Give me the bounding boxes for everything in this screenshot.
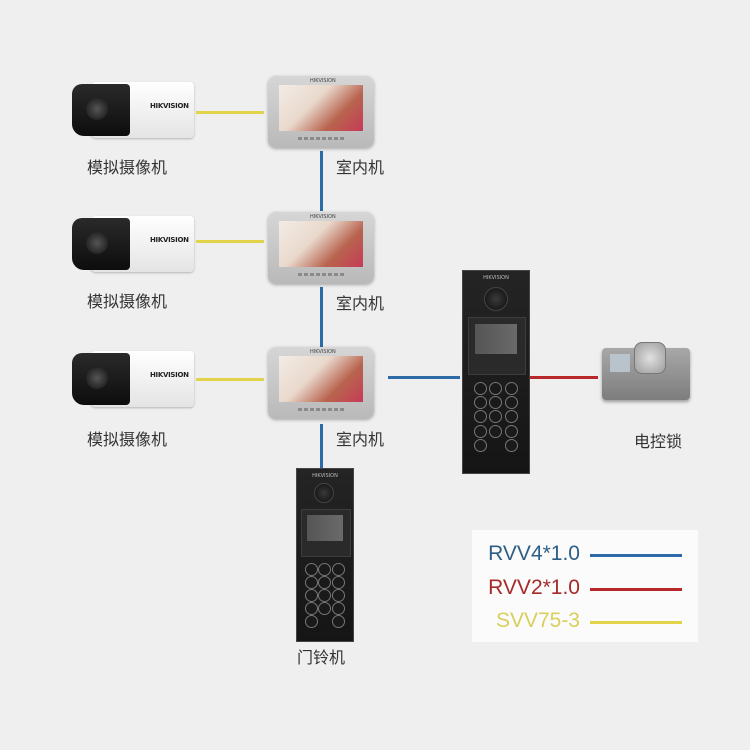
monitor-brand: HIKVISION (310, 349, 336, 355)
wire-monitor1-monitor2 (320, 151, 323, 211)
keypad-key (331, 576, 345, 589)
camera-lens-icon (86, 367, 108, 389)
keypad-key (489, 396, 503, 410)
keypad-key (489, 410, 503, 424)
door-station-unit: HIKVISION (296, 468, 354, 642)
keypad-key (318, 589, 332, 602)
keypad (473, 381, 519, 453)
keypad (305, 563, 345, 628)
monitor-brand: HIKVISION (310, 78, 336, 84)
monitor-buttons (298, 273, 344, 276)
keypad-key (331, 602, 345, 615)
keypad-key (331, 615, 345, 628)
wire-camera1-monitor1 (196, 111, 264, 114)
keypad-key (504, 381, 518, 395)
camera-lens-icon (484, 287, 508, 311)
door-station-main: HIKVISION (462, 270, 530, 474)
camera-label-1: 模拟摄像机 (87, 158, 168, 177)
camera-brand: HIKVISION (150, 102, 189, 110)
keypad-key (318, 563, 332, 576)
keypad-key (489, 381, 503, 395)
keypad-key (474, 381, 488, 395)
legend-swatch (590, 554, 682, 557)
keypad-key (474, 396, 488, 410)
keypad-key (318, 576, 332, 589)
lock-knob-icon (634, 342, 666, 374)
keypad-key (305, 563, 319, 576)
door-station-brand: HIKVISION (312, 473, 338, 479)
keypad-key (474, 424, 488, 438)
legend-item-svv75: SVV75-3 (472, 609, 698, 639)
keypad-key (504, 410, 518, 424)
wire-doormain-lock (530, 376, 598, 379)
analog-camera-3: HIKVISION (72, 347, 197, 412)
keypad-key (504, 439, 518, 453)
camera-brand: HIKVISION (150, 371, 189, 379)
indoor-monitor-1: HIKVISION (268, 76, 374, 148)
camera-lens-icon (86, 232, 108, 254)
legend: RVV4*1.0 RVV2*1.0 SVV75-3 (472, 530, 698, 642)
keypad-key (474, 439, 488, 453)
electric-lock (602, 342, 692, 402)
monitor-brand: HIKVISION (310, 214, 336, 220)
legend-item-rvv2: RVV2*1.0 (472, 576, 698, 606)
keypad-key (331, 563, 345, 576)
wire-monitor3-doormain (388, 376, 460, 379)
legend-label: RVV2*1.0 (488, 576, 580, 599)
wire-camera2-monitor2 (196, 240, 264, 243)
camera-label-3: 模拟摄像机 (87, 430, 168, 449)
monitor-label-1: 室内机 (336, 158, 385, 177)
legend-label: RVV4*1.0 (488, 542, 580, 565)
camera-lens-icon (86, 98, 108, 120)
camera-label-2: 模拟摄像机 (87, 292, 168, 311)
keypad-key (305, 589, 319, 602)
keypad-key (305, 602, 319, 615)
lock-label: 电控锁 (634, 432, 683, 451)
monitor-buttons (298, 408, 344, 411)
wire-monitor2-monitor3 (320, 287, 323, 347)
monitor-screen (279, 85, 363, 131)
lock-window (610, 354, 630, 372)
legend-swatch (590, 621, 682, 624)
monitor-screen (279, 356, 363, 402)
monitor-label-2: 室内机 (336, 294, 385, 313)
keypad-key (331, 589, 345, 602)
monitor-label-3: 室内机 (336, 430, 385, 449)
indoor-monitor-3: HIKVISION (268, 347, 374, 419)
keypad-key (305, 576, 319, 589)
legend-label: SVV75-3 (495, 609, 580, 632)
keypad-key (504, 396, 518, 410)
legend-swatch (590, 588, 682, 591)
door-station-screen (468, 317, 526, 375)
door-station-unit-label: 门铃机 (297, 648, 346, 667)
legend-item-rvv4: RVV4*1.0 (472, 542, 698, 572)
keypad-key (318, 602, 332, 615)
keypad-key (489, 424, 503, 438)
door-station-screen (301, 509, 351, 557)
indoor-monitor-2: HIKVISION (268, 212, 374, 284)
door-station-brand: HIKVISION (483, 275, 509, 281)
camera-brand: HIKVISION (150, 236, 189, 244)
camera-lens-icon (314, 483, 334, 503)
wire-camera3-monitor3 (196, 378, 264, 381)
keypad-key (474, 410, 488, 424)
monitor-screen (279, 221, 363, 267)
keypad-key (504, 424, 518, 438)
analog-camera-2: HIKVISION (72, 212, 197, 277)
keypad-key (305, 615, 319, 628)
wire-monitor3-doorunit (320, 424, 323, 468)
monitor-buttons (298, 137, 344, 140)
analog-camera-1: HIKVISION (72, 78, 197, 143)
